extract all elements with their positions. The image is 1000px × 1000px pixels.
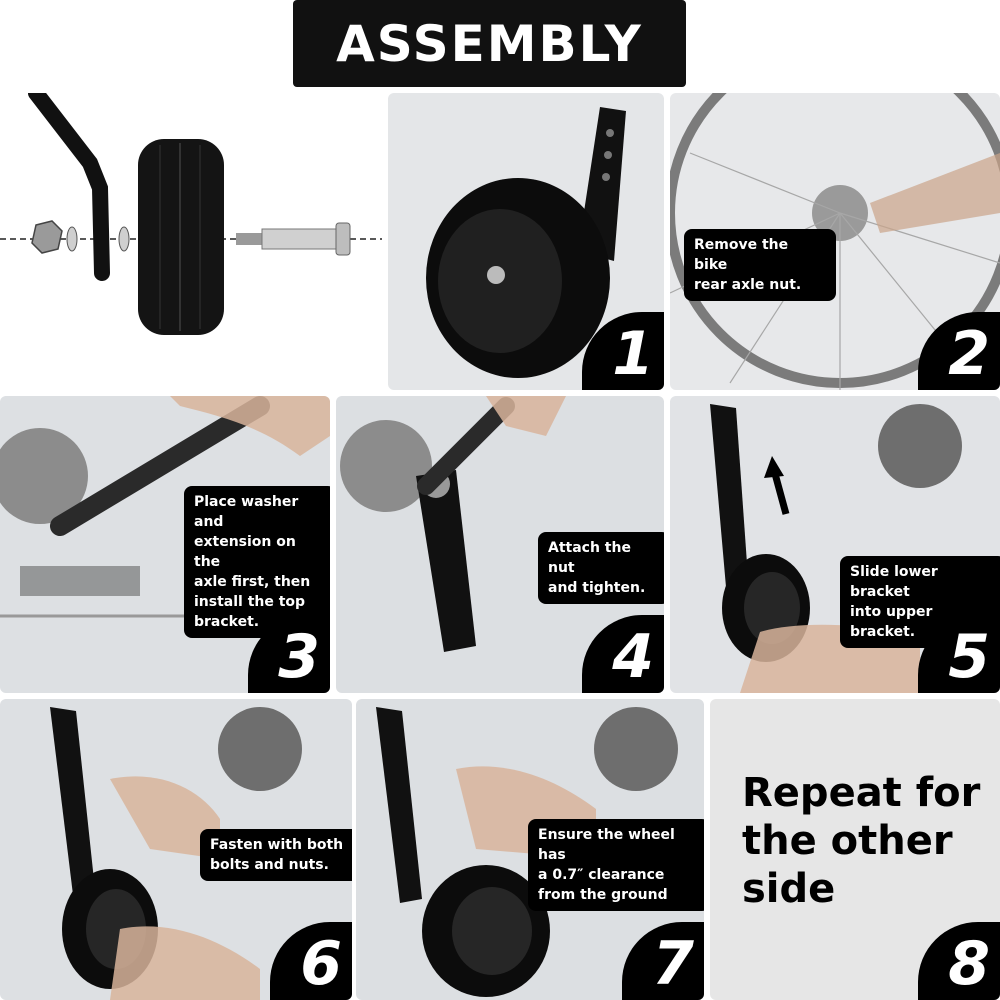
step-badge-8: 8 bbox=[918, 922, 1000, 1000]
step-panel-2: Remove the bike rear axle nut. 2 bbox=[670, 93, 1000, 390]
step-panel-3: Place washer and extension on the axle f… bbox=[0, 396, 330, 693]
step-caption-2: Remove the bike rear axle nut. bbox=[684, 229, 836, 301]
assembled-wheel-illustration bbox=[426, 107, 626, 378]
tighten-nut-photo bbox=[340, 396, 566, 652]
step-number-5: 5 bbox=[948, 622, 990, 692]
step-number-8: 8 bbox=[948, 929, 990, 999]
step-panel-1: 1 bbox=[388, 93, 664, 390]
up-arrow-icon bbox=[764, 456, 790, 515]
hex-nut-icon bbox=[31, 220, 63, 254]
step-caption-6: Fasten with both bolts and nuts. bbox=[200, 829, 352, 881]
step-number-3: 3 bbox=[278, 622, 320, 692]
step-number-6: 6 bbox=[300, 929, 342, 999]
step-caption-4: Attach the nut and tighten. bbox=[538, 532, 664, 604]
step-panel-5: Slide lower bracket into upper bracket. … bbox=[670, 396, 1000, 693]
step-badge-1: 1 bbox=[582, 312, 664, 390]
repeat-instruction: Repeat for the other side bbox=[742, 770, 981, 912]
step-badge-4: 4 bbox=[582, 615, 664, 693]
step-number-4: 4 bbox=[612, 622, 654, 692]
fasten-bolts-photo bbox=[50, 707, 302, 1000]
wrench-install-photo bbox=[0, 396, 330, 618]
step-badge-7: 7 bbox=[622, 922, 704, 1000]
step-caption-7: Ensure the wheel has a 0.7″ clearance fr… bbox=[528, 819, 704, 911]
step-number-1: 1 bbox=[612, 319, 654, 389]
step-panel-7: Ensure the wheel has a 0.7″ clearance fr… bbox=[356, 699, 704, 1000]
parts-illustration bbox=[0, 93, 382, 335]
bracket-icon bbox=[28, 93, 110, 281]
step-panel-8: Repeat for the other side 8 bbox=[710, 699, 1000, 1000]
title-banner: ASSEMBLY bbox=[293, 0, 686, 87]
step-number-7: 7 bbox=[652, 929, 694, 999]
step-panel-6: Fasten with both bolts and nuts. 6 bbox=[0, 699, 352, 1000]
washer-icon bbox=[66, 226, 130, 252]
parts-exploded-view bbox=[0, 93, 382, 390]
step-number-2: 2 bbox=[948, 319, 990, 389]
step-panel-4: Attach the nut and tighten. 4 bbox=[336, 396, 664, 693]
page-title: ASSEMBLY bbox=[336, 14, 643, 73]
wheel-icon bbox=[138, 139, 224, 335]
slide-bracket-photo bbox=[710, 404, 962, 693]
axle-bolt-icon bbox=[236, 222, 351, 256]
step-caption-3: Place washer and extension on the axle f… bbox=[184, 486, 330, 638]
bike-wheel-photo bbox=[670, 93, 1000, 390]
